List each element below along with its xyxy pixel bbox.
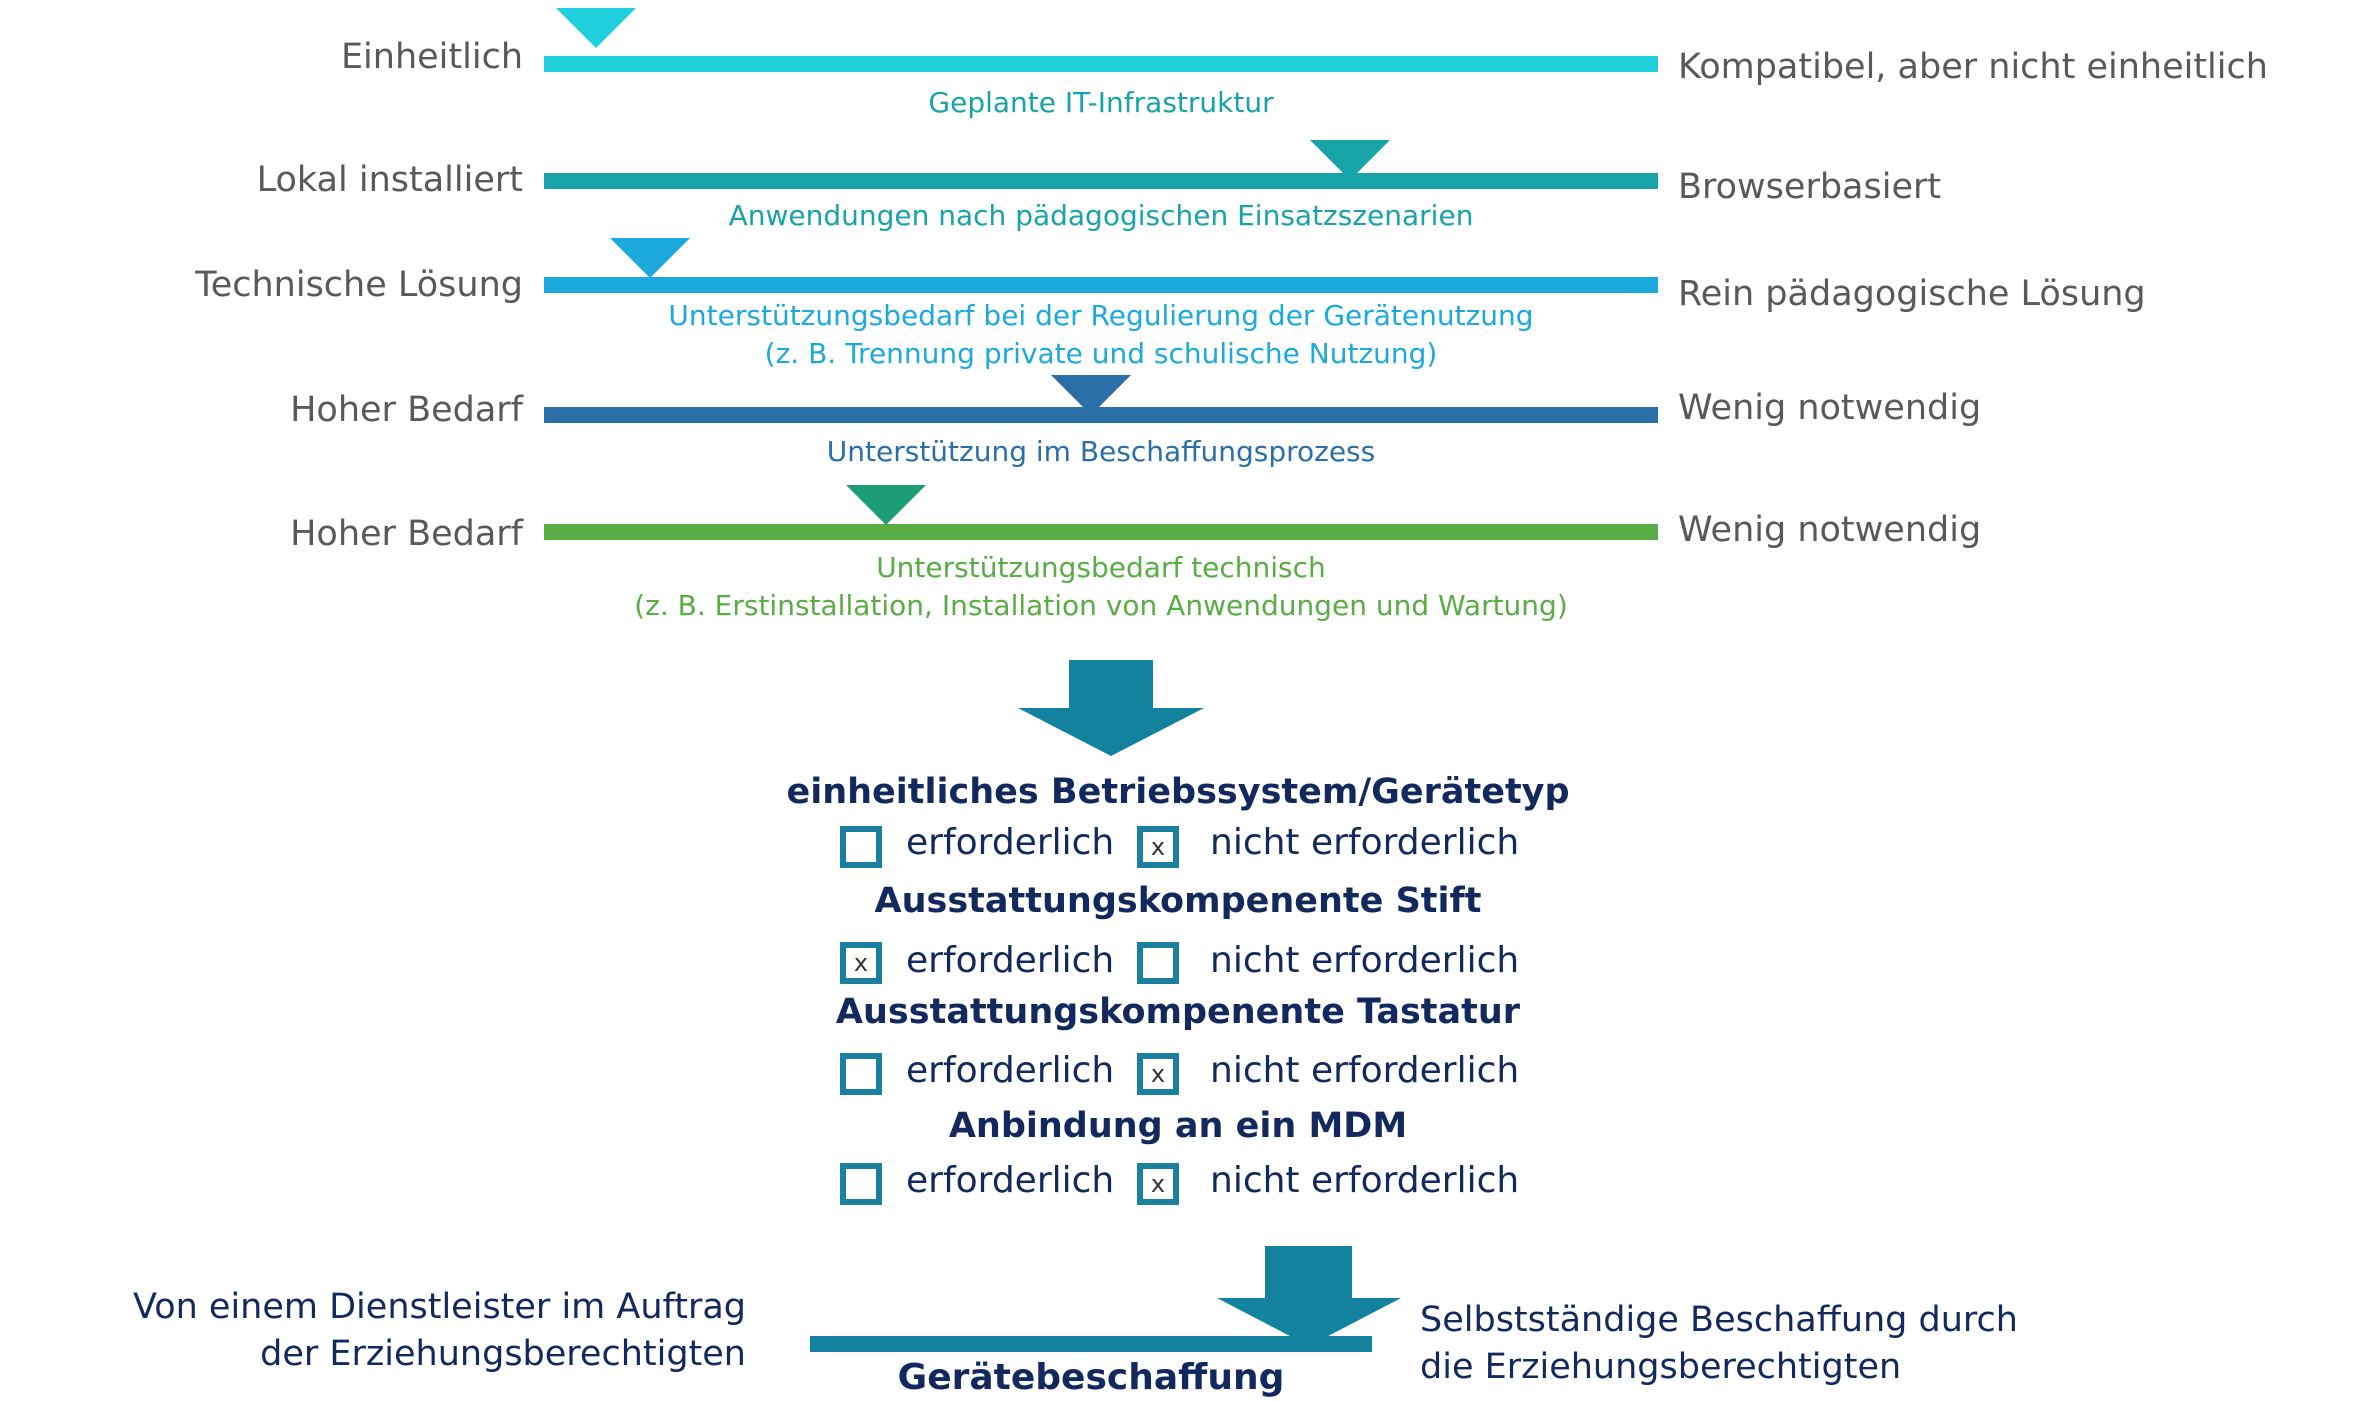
requirement-1-heading: einheitliches Betriebssystem/Gerätetyp bbox=[786, 772, 1570, 812]
scale-2-marker-triangle bbox=[1310, 140, 1390, 180]
scale-4-marker-triangle bbox=[1051, 375, 1131, 415]
scale-2-right-label: Browserbasiert bbox=[1678, 167, 1942, 207]
scale-4-caption: Unterstützung im Beschaffungsprozess bbox=[826, 435, 1376, 468]
scale-4-left-label: Hoher Bedarf bbox=[290, 390, 523, 430]
requirement-4-checkbox-not-required[interactable]: x bbox=[1137, 1163, 1179, 1205]
requirement-1-label-required: erforderlich bbox=[906, 822, 1115, 863]
requirement-2-checkbox-required[interactable]: x bbox=[840, 942, 882, 984]
requirement-4-label-not-required: nicht erforderlich bbox=[1210, 1160, 1520, 1201]
scale-5-caption-line-2: (z. B. Erstinstallation, Installation vo… bbox=[634, 589, 1568, 622]
scale-5-marker-triangle bbox=[846, 485, 926, 525]
scale-5-caption-line-1: Unterstützungsbedarf technisch bbox=[876, 551, 1326, 584]
scale-1-left-label: Einheitlich bbox=[340, 37, 523, 77]
checkbox-x-mark: x bbox=[1150, 833, 1166, 861]
requirement-3-heading: Ausstattungskompenente Tastatur bbox=[835, 992, 1521, 1032]
procurement-right-line-2: die Erziehungsberechtigten bbox=[1420, 1347, 1902, 1387]
requirement-1-checkbox-required[interactable] bbox=[840, 826, 882, 868]
scale-1-bar bbox=[544, 56, 1658, 72]
scale-3-marker-triangle bbox=[610, 238, 690, 278]
scale-3-right-label: Rein pädagogische Lösung bbox=[1678, 274, 2146, 314]
requirement-1-label-not-required: nicht erforderlich bbox=[1210, 822, 1520, 863]
checkbox-x-mark: x bbox=[853, 949, 869, 977]
scale-3-bar bbox=[544, 277, 1658, 293]
requirement-2-checkbox-not-required[interactable] bbox=[1137, 942, 1179, 984]
scale-3-caption-line-2: (z. B. Trennung private und schulische N… bbox=[764, 337, 1438, 370]
down-arrow-icon bbox=[1217, 1246, 1401, 1346]
scale-1-marker-triangle bbox=[556, 8, 636, 48]
requirement-3-checkbox-required[interactable] bbox=[840, 1053, 882, 1095]
procurement-right-label: Selbstständige Beschaffung durch die Erz… bbox=[1420, 1297, 2018, 1391]
requirement-1-checkbox-not-required[interactable]: x bbox=[1137, 826, 1179, 868]
scale-2-caption: Anwendungen nach pädagogischen Einsatzsz… bbox=[728, 199, 1474, 232]
procurement-left-line-2: der Erziehungsberechtigten bbox=[260, 1334, 746, 1374]
scale-3-caption-line-1: Unterstützungsbedarf bei der Regulierung… bbox=[668, 299, 1534, 332]
requirement-3-label-required: erforderlich bbox=[906, 1050, 1115, 1091]
requirement-3-label-not-required: nicht erforderlich bbox=[1210, 1050, 1520, 1091]
procurement-right-line-1: Selbstständige Beschaffung durch bbox=[1420, 1300, 2018, 1340]
down-arrow-icon bbox=[1018, 660, 1204, 756]
checkbox-x-mark: x bbox=[1150, 1060, 1166, 1088]
requirement-4-checkbox-required[interactable] bbox=[840, 1163, 882, 1205]
scale-4-right-label: Wenig notwendig bbox=[1678, 388, 1982, 428]
requirement-2-label-not-required: nicht erforderlich bbox=[1210, 940, 1520, 981]
scale-5-left-label: Hoher Bedarf bbox=[290, 514, 523, 554]
scale-5-right-label: Wenig notwendig bbox=[1678, 510, 1982, 550]
requirement-4-label-required: erforderlich bbox=[906, 1160, 1115, 1201]
scale-2-left-label: Lokal installiert bbox=[256, 160, 523, 200]
scale-1-right-label: Kompatibel, aber nicht einheitlich bbox=[1678, 47, 2268, 87]
scale-3-left-label: Technische Lösung bbox=[195, 265, 523, 305]
requirement-2-heading: Ausstattungskompenente Stift bbox=[874, 881, 1482, 921]
procurement-left-label: Von einem Dienstleister im Auftrag der E… bbox=[133, 1284, 746, 1378]
requirement-4-heading: Anbindung an ein MDM bbox=[948, 1106, 1408, 1146]
procurement-left-line-1: Von einem Dienstleister im Auftrag bbox=[132, 1287, 746, 1327]
requirement-2-label-required: erforderlich bbox=[906, 940, 1115, 981]
scale-4-bar bbox=[544, 407, 1658, 423]
scale-2-bar bbox=[544, 173, 1658, 189]
checkbox-x-mark: x bbox=[1150, 1170, 1166, 1198]
scale-5-bar bbox=[544, 524, 1658, 540]
procurement-title: Gerätebeschaffung bbox=[897, 1357, 1285, 1398]
procurement-bar bbox=[810, 1336, 1372, 1352]
requirement-3-checkbox-not-required[interactable]: x bbox=[1137, 1053, 1179, 1095]
scale-1-caption: Geplante IT-Infrastruktur bbox=[928, 86, 1274, 119]
